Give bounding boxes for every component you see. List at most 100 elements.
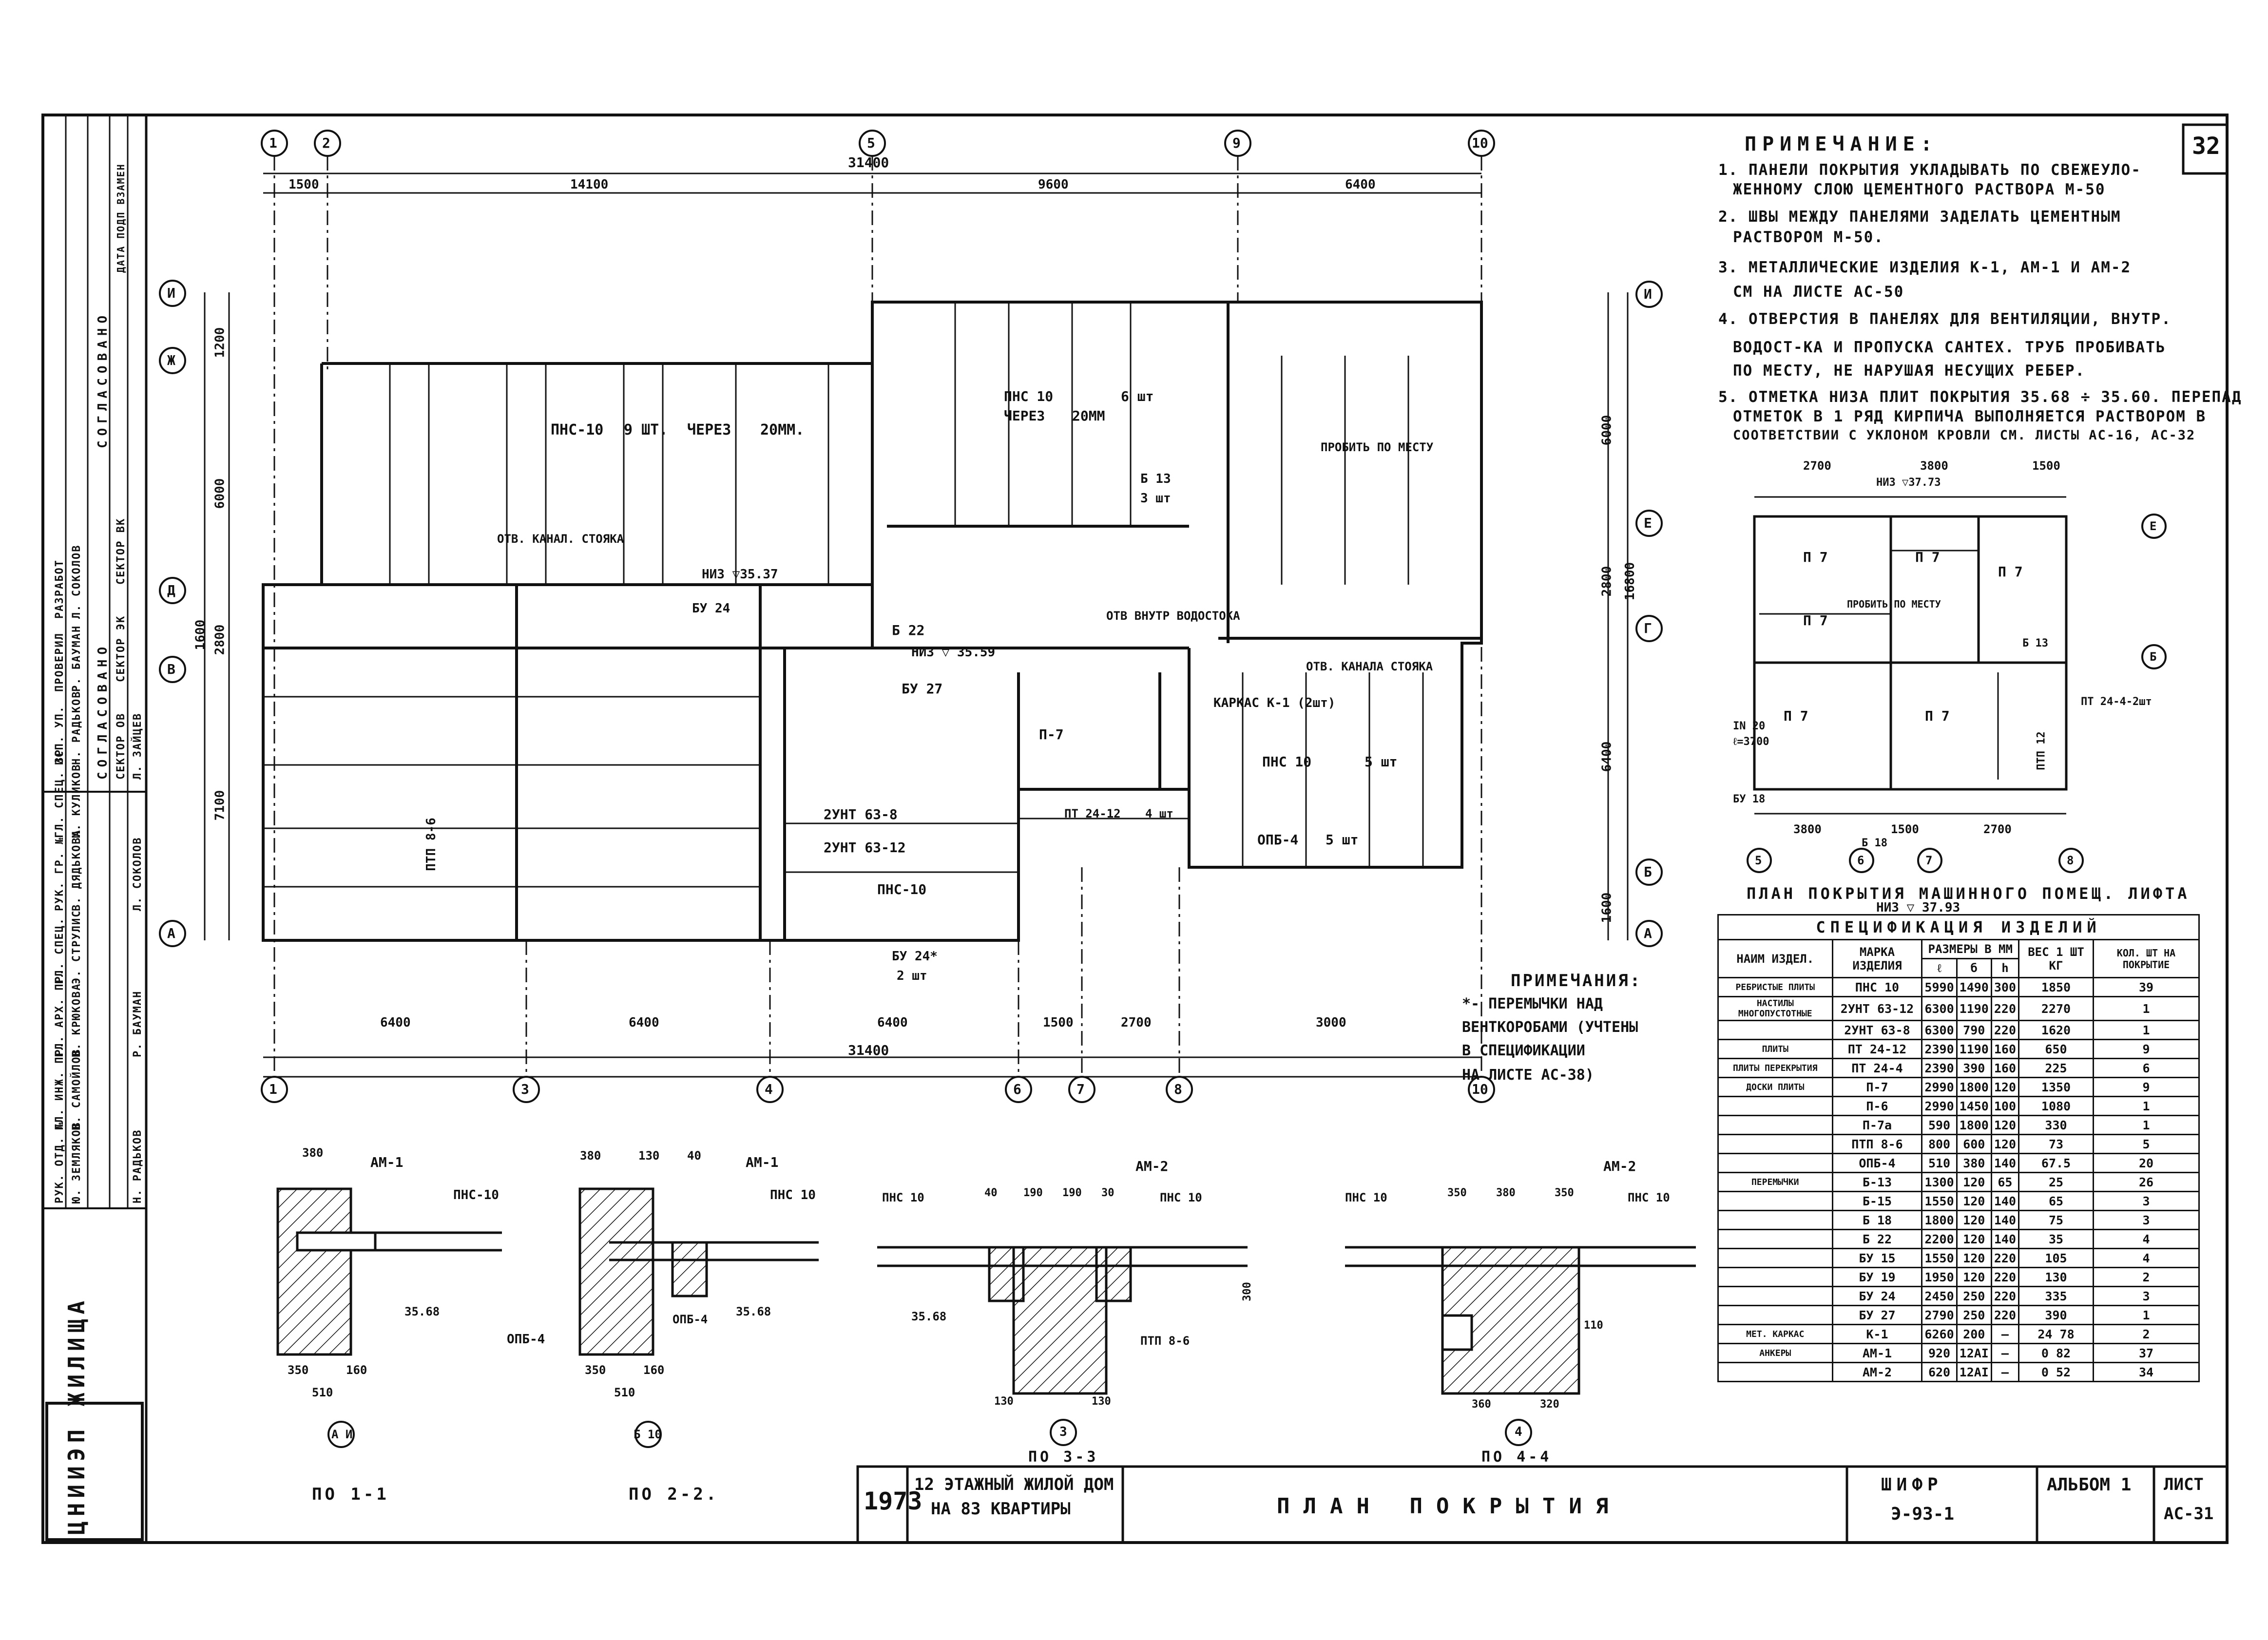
axis-left: А xyxy=(167,925,175,941)
spec-cell-n: 1 xyxy=(2092,1020,2200,1040)
spec-cell-l: 1550 xyxy=(1921,1191,1958,1211)
spec-cell-h: 160 xyxy=(1990,1039,2020,1059)
spec-cell-w: 1350 xyxy=(2018,1077,2094,1097)
axis-bottom: 10 xyxy=(1472,1081,1488,1097)
spec-cell-group: ПЕРЕМЫЧКИ xyxy=(1717,1172,1833,1192)
plan-label: 6 шт xyxy=(1121,388,1154,404)
year: 1973 xyxy=(864,1487,923,1515)
spec-cell-n: 9 xyxy=(2092,1077,2200,1097)
note-line: ВОДОСТ-КА И ПРОПУСКА САНТЕХ. ТРУБ ПРОБИВ… xyxy=(1733,339,2166,356)
spec-cell-h: 160 xyxy=(1990,1058,2020,1078)
axis-left: В xyxy=(167,661,175,677)
dimension-left: 1200 xyxy=(212,327,228,358)
lift-dim-top: 2700 xyxy=(1803,459,1831,473)
spec-cell-group xyxy=(1717,1210,1833,1230)
spec-cell-mark: ПТ 24-12 xyxy=(1831,1039,1923,1059)
plan-label: БУ 24* xyxy=(892,949,938,964)
spec-title: СПЕЦИФИКАЦИЯ ИЗДЕЛИЙ xyxy=(1717,914,2200,940)
spec-cell-h: 120 xyxy=(1990,1115,2020,1135)
axis-bottom: 1 xyxy=(269,1081,277,1097)
plan-label: НИЗ ▽ 35.59 xyxy=(911,645,996,660)
spec-cell-n: 3 xyxy=(2092,1191,2200,1211)
spec-cell-l: 1550 xyxy=(1921,1248,1958,1268)
spec-cell-w: 25 xyxy=(2018,1172,2094,1192)
section-label: 130 xyxy=(638,1149,660,1163)
spec-cell-w: 0 82 xyxy=(2018,1343,2094,1363)
lift-label: БУ 18 xyxy=(1733,793,1766,805)
spec-header: РАЗМЕРЫ В ММ xyxy=(1921,939,2020,959)
plan-label: ЧЕРЕЗ xyxy=(687,421,731,439)
section-label: 300 xyxy=(1241,1282,1253,1301)
spec-cell-w: 65 xyxy=(2018,1191,2094,1211)
section-label: АМ-1 xyxy=(746,1154,779,1170)
plan-label: 2УНТ 63-12 xyxy=(824,839,906,856)
plan-label: ОТВ ВНУТР ВОДОСТОКА xyxy=(1106,609,1240,623)
lift-label: НИЗ ▽37.73 xyxy=(1876,477,1941,489)
spec-cell-h: 140 xyxy=(1990,1229,2020,1249)
spec-cell-b: 120 xyxy=(1956,1191,1992,1211)
specification-table: СПЕЦИФИКАЦИЯ ИЗДЕЛИЙ НАИМ ИЗДЕЛ. МАРКА И… xyxy=(1717,914,2200,1382)
axis-right: Е xyxy=(1644,515,1652,531)
spec-cell-l: 2990 xyxy=(1921,1077,1958,1097)
section-label: 510 xyxy=(614,1386,635,1399)
lift-label: П 7 xyxy=(1784,708,1808,724)
axis-bottom: 6 xyxy=(1013,1081,1021,1097)
section-label: 130 xyxy=(1092,1395,1111,1408)
spec-cell-n: 1 xyxy=(2092,1305,2200,1325)
section-label: 510 xyxy=(312,1386,333,1399)
spec-cell-b: 790 xyxy=(1956,1020,1992,1040)
dimension-top: 1500 xyxy=(288,177,319,192)
section-label: 360 xyxy=(1472,1398,1491,1411)
spec-cell-l: 2390 xyxy=(1921,1058,1958,1078)
spec-cell-h: 300 xyxy=(1990,977,2020,997)
spec-cell-w: 1620 xyxy=(2018,1020,2094,1040)
spec-cell-w: 24 78 xyxy=(2018,1324,2094,1344)
spec-cell-w: 330 xyxy=(2018,1115,2094,1135)
spec-cell-group xyxy=(1717,1229,1833,1249)
spec-cell-group: ПЛИТЫ ПЕРЕКРЫТИЯ xyxy=(1717,1058,1833,1078)
note-line: 1. ПАНЕЛИ ПОКРЫТИЯ УКЛАДЫВАТЬ ПО СВЕЖЕУЛ… xyxy=(1718,161,2141,179)
lift-label: П 7 xyxy=(1803,549,1828,565)
dimension-total-top: 31400 xyxy=(848,154,889,171)
spec-cell-l: 2200 xyxy=(1921,1229,1958,1249)
spec-cell-l: 1300 xyxy=(1921,1172,1958,1192)
spec-cell-group xyxy=(1717,1020,1833,1040)
axis-left: Ж xyxy=(167,352,175,368)
lift-axis: Е xyxy=(2150,519,2157,533)
spec-cell-l: 2790 xyxy=(1921,1305,1958,1325)
notes2-line: В СПЕЦИФИКАЦИИ xyxy=(1462,1042,1585,1059)
section-label: 35.68 xyxy=(404,1305,440,1318)
stamp-name: Н. САМОЙЛОВ xyxy=(71,1049,83,1130)
spec-cell-b: 250 xyxy=(1956,1286,1992,1306)
spec-cell-mark: Б-15 xyxy=(1831,1191,1923,1211)
spec-cell-mark: Б 22 xyxy=(1831,1229,1923,1249)
spec-cell-mark: ПНС 10 xyxy=(1831,977,1923,997)
note-line: 4. ОТВЕРСТИЯ В ПАНЕЛЯХ ДЛЯ ВЕНТИЛЯЦИИ, В… xyxy=(1718,310,2172,328)
spec-cell-n: 4 xyxy=(2092,1229,2200,1249)
notes2-line: ВЕНТКОРОБАМИ (УЧТЕНЫ xyxy=(1462,1019,1638,1036)
dimension-left: 7100 xyxy=(212,790,228,821)
dimension-bottom: 3000 xyxy=(1316,1015,1346,1030)
note-line: РАСТВОРОМ М-50. xyxy=(1733,229,1884,246)
section-label: 350 xyxy=(288,1363,309,1377)
spec-cell-n: 39 xyxy=(2092,977,2200,997)
section-label: 190 xyxy=(1062,1187,1082,1199)
plan-label: КАРКАС К-1 (2шт) xyxy=(1213,696,1336,710)
axis-top: 2 xyxy=(322,135,330,151)
plan-label: Б 22 xyxy=(892,622,925,638)
spec-cell-l: 1950 xyxy=(1921,1267,1958,1287)
spec-cell-n: 2 xyxy=(2092,1267,2200,1287)
axis-right: Г xyxy=(1644,620,1652,636)
dimension-bottom: 6400 xyxy=(629,1015,659,1030)
section-caption: ПО 3-3 xyxy=(1028,1449,1099,1466)
spec-cell-w: 1080 xyxy=(2018,1096,2094,1116)
plan-label: 2 шт xyxy=(897,969,927,983)
spec-cell-h: 220 xyxy=(1990,1267,2020,1287)
notes2-line: *- ПЕРЕМЫЧКИ НАД xyxy=(1462,995,1603,1012)
